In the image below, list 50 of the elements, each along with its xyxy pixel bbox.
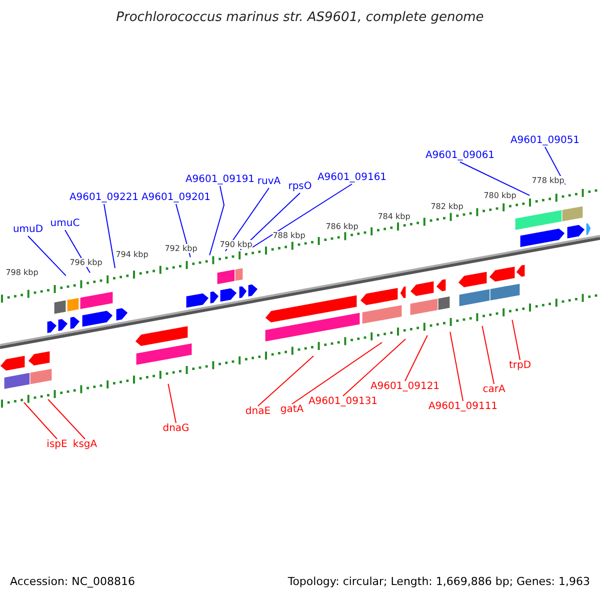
gene-label: ispE [46,439,68,451]
gene-label: A9601_09111 [428,401,498,413]
scale-label: 782 kbp [430,202,464,211]
gene-label: ksgA [72,439,98,451]
gene-label: gatA [280,404,304,416]
leader-line [482,325,494,384]
footer-note: Accession: NC_008816 [10,576,136,588]
leader-line [460,162,530,196]
leader-line [544,146,566,186]
leader-line [258,356,314,406]
leader-line [292,342,382,404]
scale-label: 792 kbp [164,244,198,253]
gene-label: A9601_09221 [69,192,139,204]
scale-label: 790 kbp [220,240,252,249]
gene-label: A9601_09131 [308,396,378,408]
leader-line [168,383,176,424]
scale-label: 786 kbp [326,222,358,231]
leader-line [24,402,58,440]
gene-label: rpsO [288,181,312,193]
gene-label: ruvA [257,176,281,188]
gene-label: A9601_09061 [425,150,495,162]
gene-label: A9601_09191 [185,174,255,186]
gene-label: A9601_09121 [370,381,440,393]
title: Prochlorococcus marinus str. AS9601, complete genome [115,10,485,26]
gene-label: A9601_09201 [141,192,211,204]
gene-label: dnaE [245,406,271,418]
leader-line [512,319,520,360]
gene-label: umuC [50,218,80,230]
scale-label: 794 kbp [116,250,148,259]
gene-label: A9601_09161 [317,172,387,184]
footer-note: Topology: circular; Length: 1,669,886 bp; Genes: 1,963 [288,576,590,588]
scale-label: 788 kbp [272,231,306,240]
scale-label: 784 kbp [378,212,410,221]
scale-label: 778 kbp [532,176,564,185]
gene-label: A9601_09051 [510,135,580,147]
leader-line [104,204,116,269]
leader-line [209,186,225,256]
gene-label: carA [482,384,506,396]
leader-line [48,398,86,440]
scale-label: 780 kbp [484,191,516,200]
leader-line [342,338,406,396]
leader-line [404,334,428,382]
leader-line [450,331,464,402]
leader-line [224,188,270,252]
scale-label: 796 kbp [70,258,102,267]
scale-label: 798 kbp [6,268,38,277]
gene-label: dnaG [162,423,190,435]
leader-line [28,236,66,276]
gene-label: trpD [508,360,532,372]
gene-label: umuD [12,224,44,236]
